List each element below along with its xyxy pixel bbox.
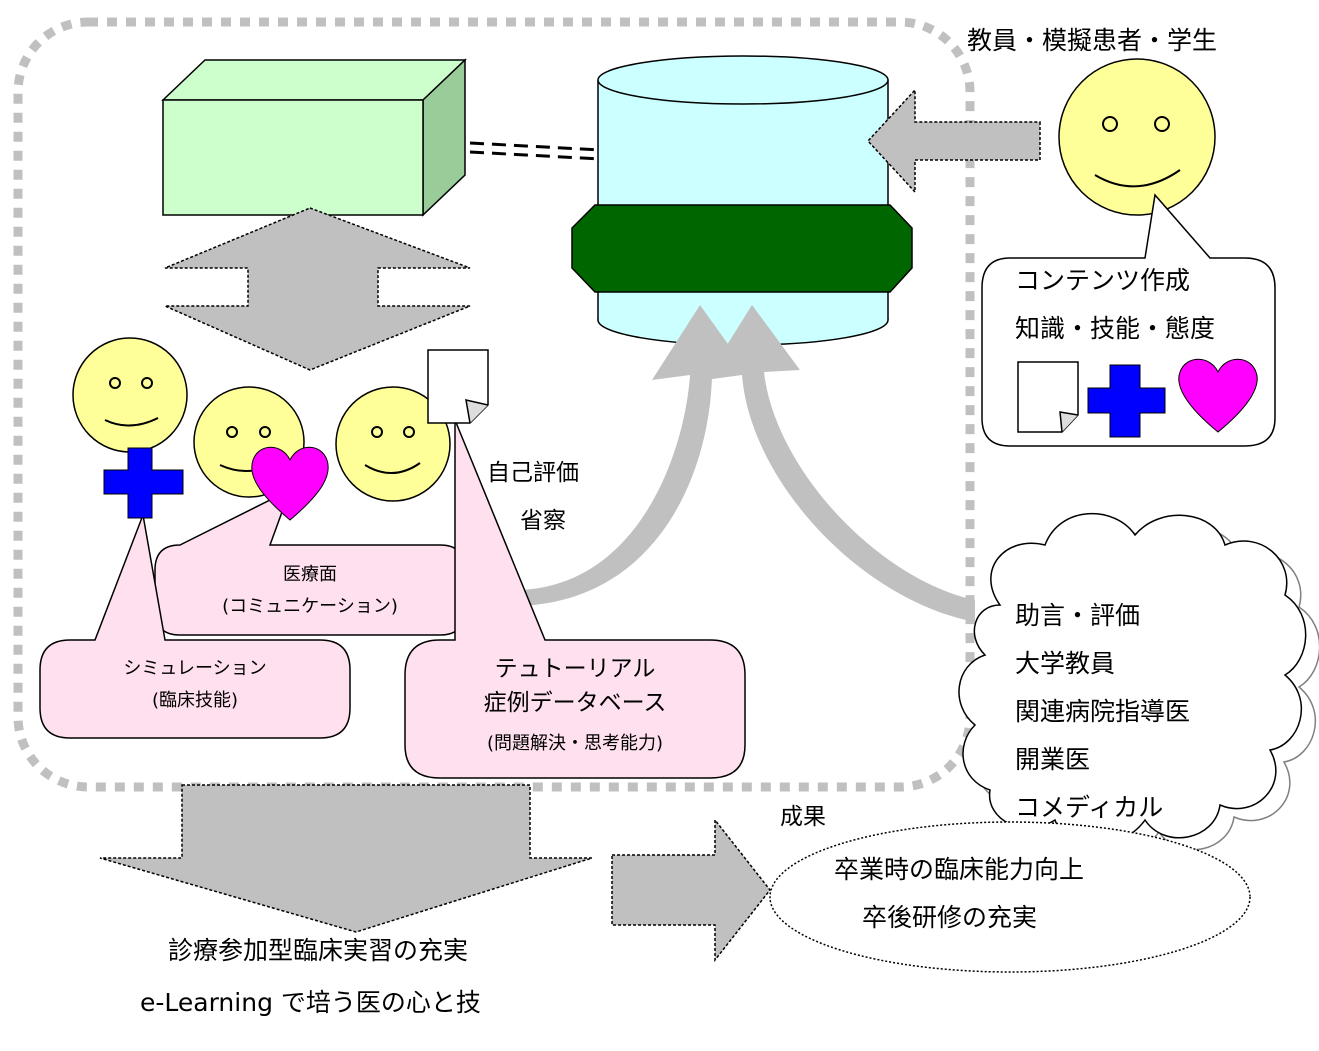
- medical-callout-line1: 医療面: [283, 564, 337, 585]
- tutorial-callout-line2: 症例データベース: [483, 690, 667, 716]
- advisor-item-3: 関連病院指導医: [1015, 697, 1191, 726]
- document-icon: [1017, 361, 1079, 433]
- tutorial-callout: [404, 419, 746, 779]
- cross-icon: [1087, 364, 1166, 438]
- outcome-arrow: [611, 817, 771, 963]
- feedback-arrow: [705, 305, 975, 622]
- advisor-item-4: 開業医: [1015, 745, 1091, 774]
- contributors-header: 教員・模擬患者・学生: [967, 26, 1218, 55]
- medical-callout-line2: (コミュニケーション): [222, 596, 398, 617]
- reflection-line1: 自己評価: [487, 460, 579, 486]
- simulation-callout-line2: (臨床技能): [151, 690, 239, 711]
- bottom-line2: e-Learning で培う医の心と技: [140, 988, 481, 1017]
- reflection-arrow: [520, 305, 748, 606]
- content-bubble-line2: 知識・技能・態度: [1015, 314, 1216, 343]
- database-band: [571, 204, 913, 293]
- student-face-1: [72, 337, 188, 453]
- tutorial-callout-line3: (問題解決・思考能力): [486, 733, 664, 754]
- heart-icon: [1178, 358, 1258, 433]
- student-document-icon: [427, 349, 489, 424]
- advisor-cloud: [958, 513, 1319, 858]
- network-link: [469, 141, 601, 161]
- outcome-line2: 卒後研修の充実: [862, 903, 1038, 932]
- outcome-line1: 卒業時の臨床能力向上: [834, 855, 1085, 884]
- server-box: [161, 58, 467, 217]
- advisor-item-5: コメディカル: [1015, 793, 1164, 822]
- exchange-arrow: [164, 207, 471, 371]
- outcome-label: 成果: [780, 804, 826, 830]
- contribution-arrow: [866, 88, 1041, 194]
- bottom-line1: 診療参加型臨床実習の充実: [168, 936, 469, 965]
- outcome-ellipse: [769, 821, 1251, 973]
- student-face-3: [335, 386, 451, 502]
- advisor-item-1: 助言・評価: [1015, 601, 1141, 630]
- system-frame: [13, 17, 975, 792]
- content-bubble-line1: コンテンツ作成: [1015, 266, 1191, 295]
- advisor-item-2: 大学教員: [1015, 649, 1116, 678]
- simulation-callout-line1: シミュレーション: [123, 658, 267, 679]
- student-heart-icon: [251, 446, 329, 521]
- student-cross-icon: [103, 447, 184, 519]
- tutorial-callout-line1: テュトーリアル: [494, 656, 656, 682]
- simulation-callout: [39, 512, 351, 739]
- reflection-line2: 省察: [520, 508, 566, 534]
- contributor-face: [1058, 58, 1216, 216]
- result-down-arrow: [99, 784, 593, 933]
- database-cylinder: [571, 55, 913, 346]
